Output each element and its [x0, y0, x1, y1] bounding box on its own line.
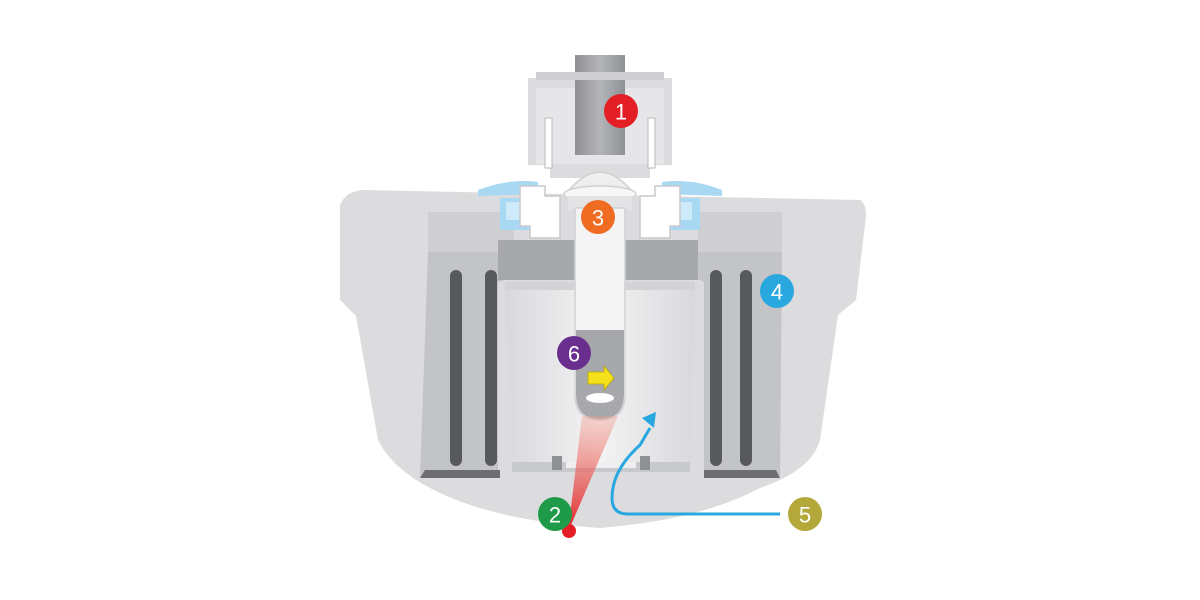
callout-5-label: 5 [799, 503, 811, 528]
callout-4-circle [760, 274, 794, 308]
callout-6: 6 [557, 336, 591, 370]
left-slot-a [450, 270, 462, 466]
inner-bracket [519, 185, 681, 239]
callout-3: 3 [581, 200, 615, 234]
laser-source [562, 524, 576, 538]
callout-3-circle [581, 200, 615, 234]
callout-4-label: 4 [771, 280, 783, 305]
callout-2-label: 2 [549, 503, 561, 528]
right-slot-a [740, 270, 752, 466]
callout-1: 1 [604, 94, 638, 128]
lens [563, 171, 637, 210]
callout-3-label: 3 [592, 206, 604, 231]
callout-1-label: 1 [615, 100, 627, 125]
callout-2: 2 [538, 497, 572, 531]
callout-1-circle [604, 94, 638, 128]
callout-5: 5 [788, 497, 822, 531]
particle [586, 393, 614, 403]
sample-tube [574, 207, 626, 421]
left-slot-b [485, 270, 497, 466]
laser-beam [562, 416, 618, 538]
callout-4: 4 [760, 274, 794, 308]
airflow-arrow [610, 412, 780, 516]
callout-2-circle [538, 497, 572, 531]
motion-arrow [587, 364, 615, 392]
callout-5-circle [788, 497, 822, 531]
top-connector [528, 55, 672, 178]
right-slot-b [710, 270, 722, 466]
callout-6-label: 6 [568, 342, 580, 367]
right-pillar [696, 212, 782, 478]
callout-6-circle [557, 336, 591, 370]
